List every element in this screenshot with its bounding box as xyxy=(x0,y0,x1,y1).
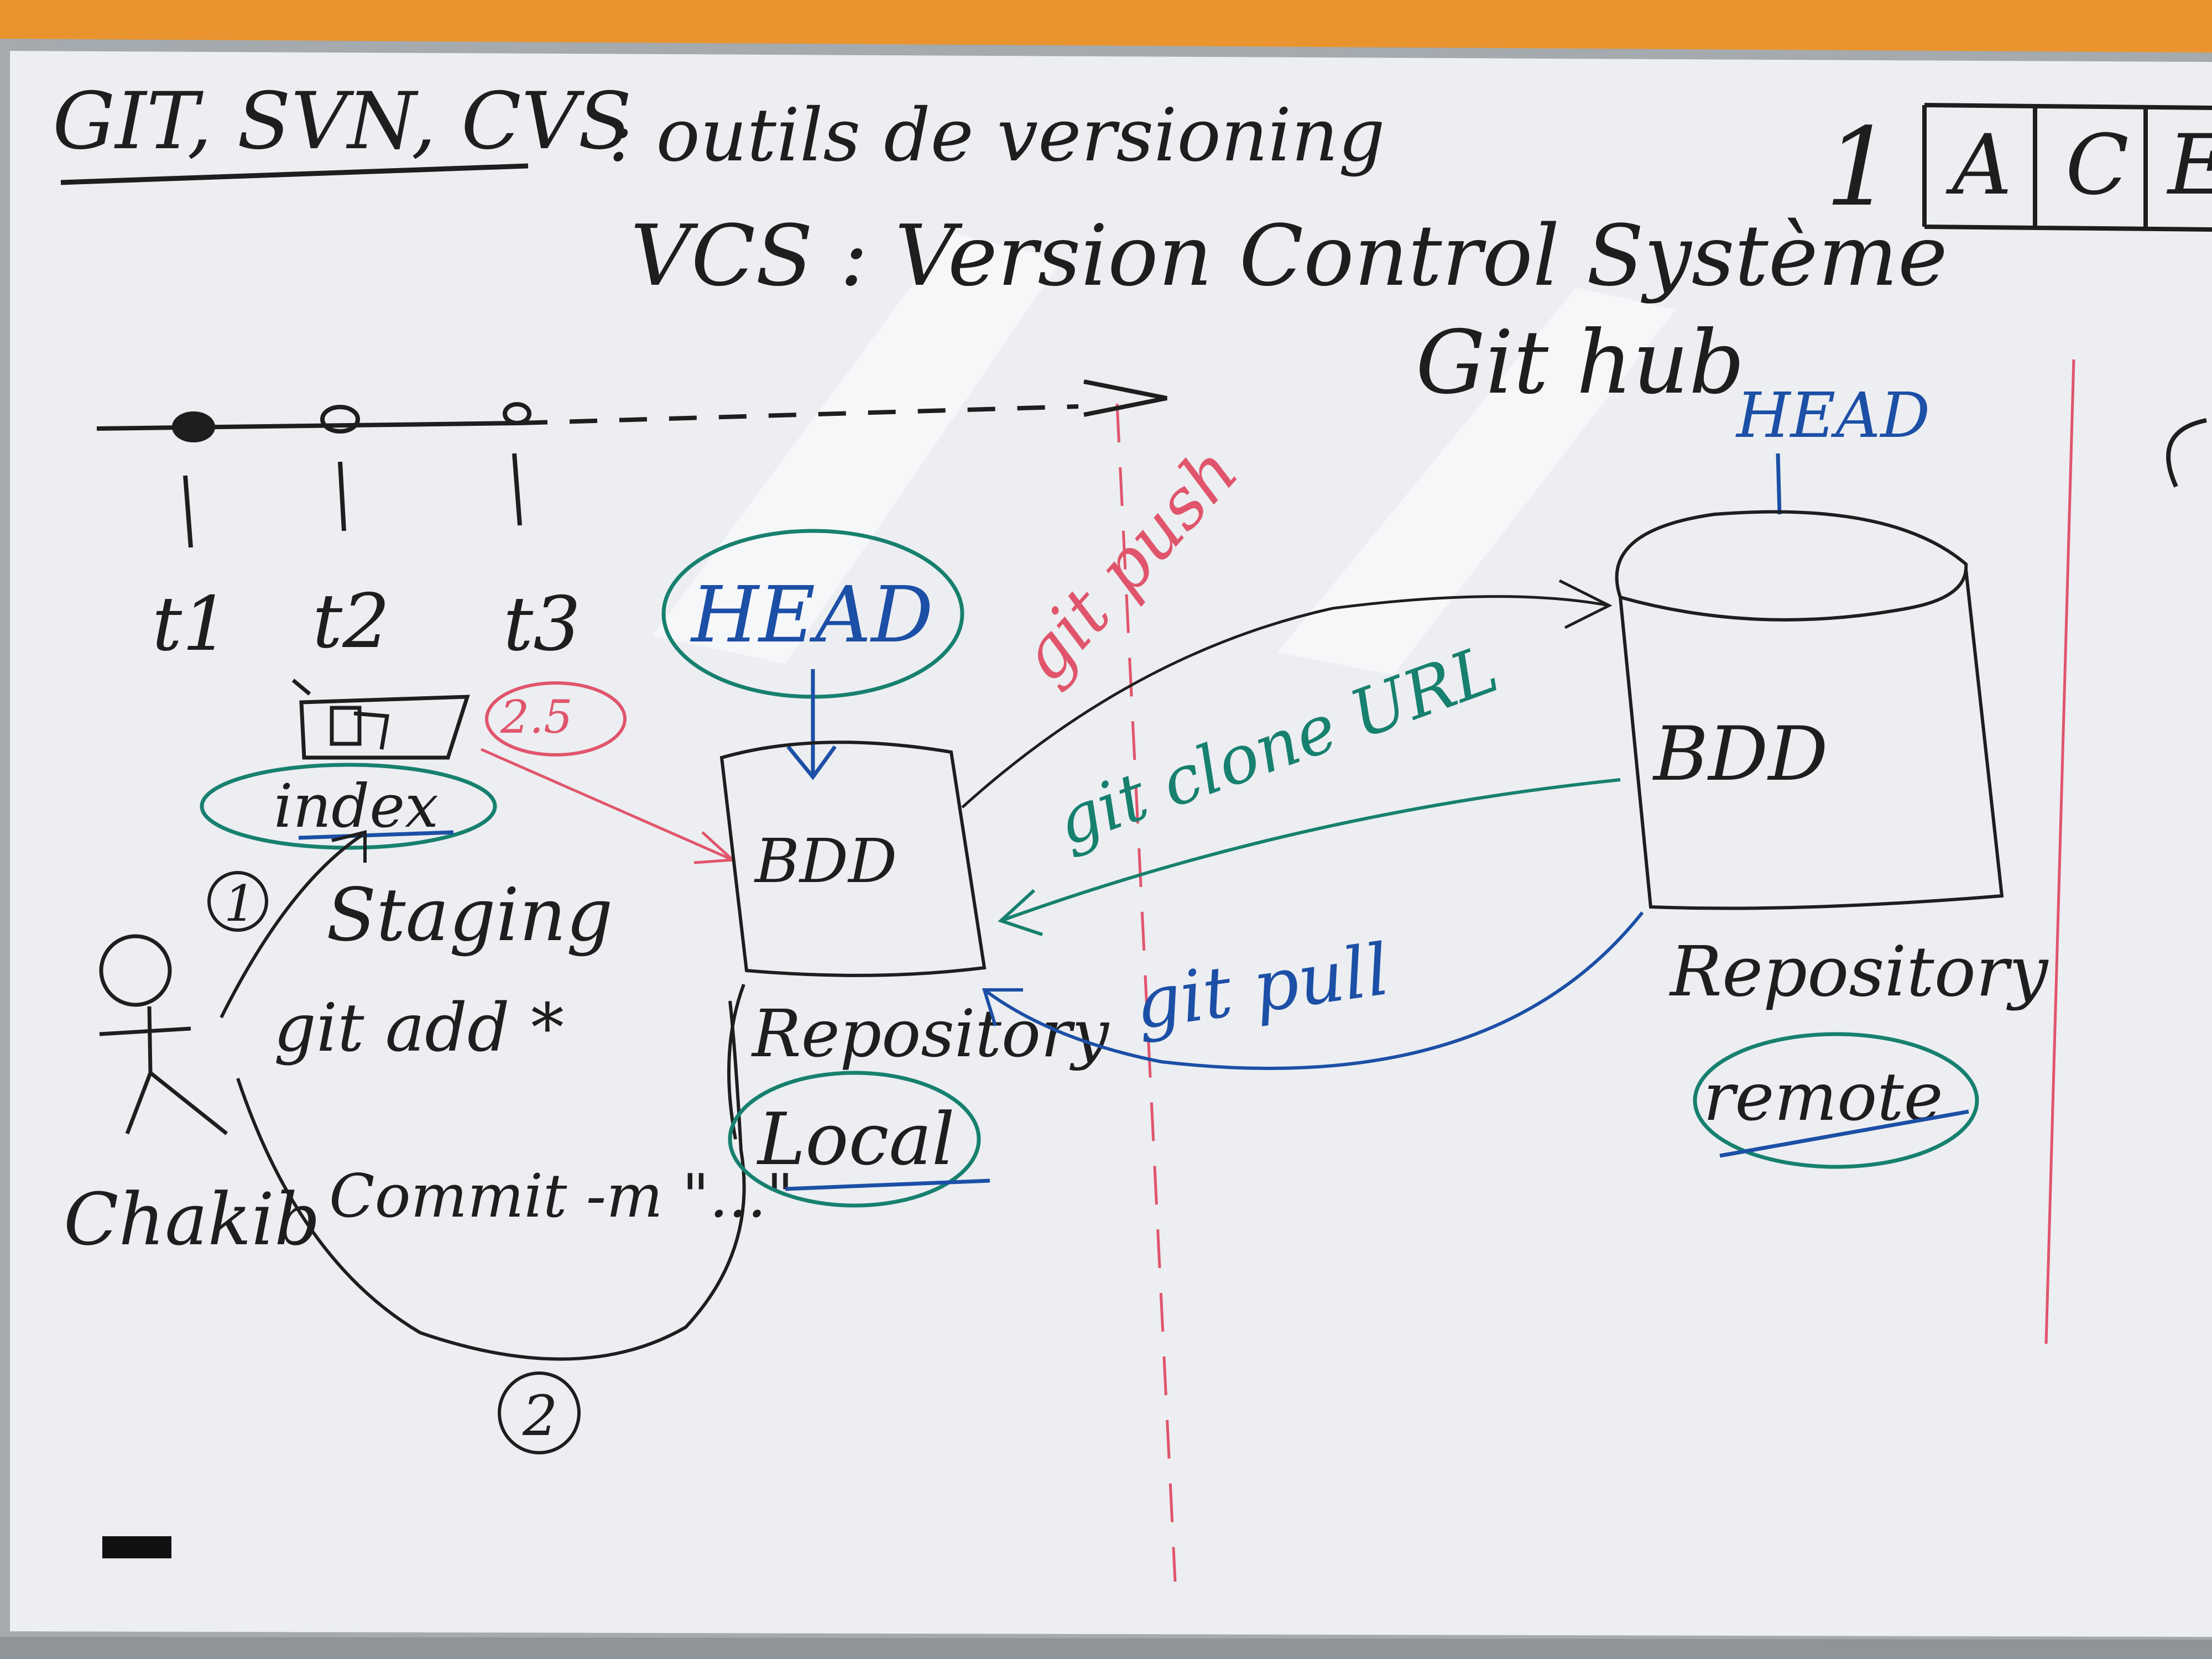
local-head-label: HEAD xyxy=(690,570,933,660)
local-scope-circle xyxy=(728,1071,981,1208)
clone-arrow xyxy=(998,778,1621,936)
index-label: index xyxy=(274,772,439,841)
marker-2-5-circle xyxy=(485,681,627,757)
step-2-circle xyxy=(498,1371,581,1454)
local-repo-label: Repository xyxy=(751,995,1109,1072)
pull-arrow xyxy=(982,911,1644,1070)
push-arrow xyxy=(961,579,1613,808)
remote-db-label: BDD xyxy=(1652,711,1828,797)
local-head-arrow xyxy=(786,669,837,780)
local-database-cylinder xyxy=(719,740,987,977)
step-2-label: 2 xyxy=(522,1384,558,1448)
timeline-label-t3: t3 xyxy=(503,581,581,667)
index-underline xyxy=(298,830,454,840)
eraser-dot xyxy=(102,1536,171,1558)
person-name: Chakib xyxy=(64,1177,320,1261)
commit-timeline xyxy=(96,379,1167,548)
commit-command: Commit -m "..." xyxy=(329,1162,794,1231)
lamp-glare xyxy=(653,232,1676,675)
index-circle xyxy=(200,763,497,850)
remote-scope-circle xyxy=(1693,1032,1979,1169)
tools-underline xyxy=(60,163,529,185)
svg-text:C: C xyxy=(2065,117,2129,213)
remote-repo-label: Repository xyxy=(1669,932,2049,1012)
local-repo-bracket xyxy=(727,983,745,1140)
timeline-label-t1: t1 xyxy=(152,581,229,667)
local-scope-label: Local xyxy=(757,1097,954,1181)
vcs-definition: VCS : Version Control Système xyxy=(630,207,1948,305)
marker-tray xyxy=(0,1637,2212,1659)
remote-scope-underline xyxy=(1719,1109,1969,1158)
git-add-command: git add * xyxy=(274,990,564,1067)
remote-head-label: HEAD xyxy=(1735,380,1930,452)
letter-boxes: 1 A C E xyxy=(1825,103,2212,232)
timeline-label-t2: t2 xyxy=(312,578,390,665)
staging-label: Staging xyxy=(326,873,613,958)
red-divider-center xyxy=(1115,403,1177,1582)
remote-head-pointer xyxy=(1776,453,1782,515)
person-stick-figure xyxy=(99,934,228,1135)
tools-heading: GIT, SVN, CVS xyxy=(53,76,632,167)
remote-database-cylinder xyxy=(1615,510,2004,910)
svg-text:1: 1 xyxy=(1825,105,1893,230)
github-label: Git hub xyxy=(1416,312,1745,414)
marker-2-5: 2.5 xyxy=(500,691,572,744)
step-1-circle xyxy=(207,871,268,932)
red-divider-right xyxy=(2044,359,2075,1344)
local-db-label: BDD xyxy=(754,826,897,896)
staging-tray xyxy=(291,679,470,760)
svg-text:A: A xyxy=(1945,117,2012,213)
commit-loop xyxy=(236,1000,746,1361)
whiteboard-surface xyxy=(10,51,2212,1637)
partial-circle-right xyxy=(2166,418,2207,488)
add-arrow xyxy=(220,830,367,1019)
svg-text:E: E xyxy=(2166,117,2212,213)
step-1-label: 1 xyxy=(224,875,255,933)
tools-description: : outils de versioning xyxy=(608,93,1385,178)
local-scope-underline xyxy=(785,1178,990,1191)
